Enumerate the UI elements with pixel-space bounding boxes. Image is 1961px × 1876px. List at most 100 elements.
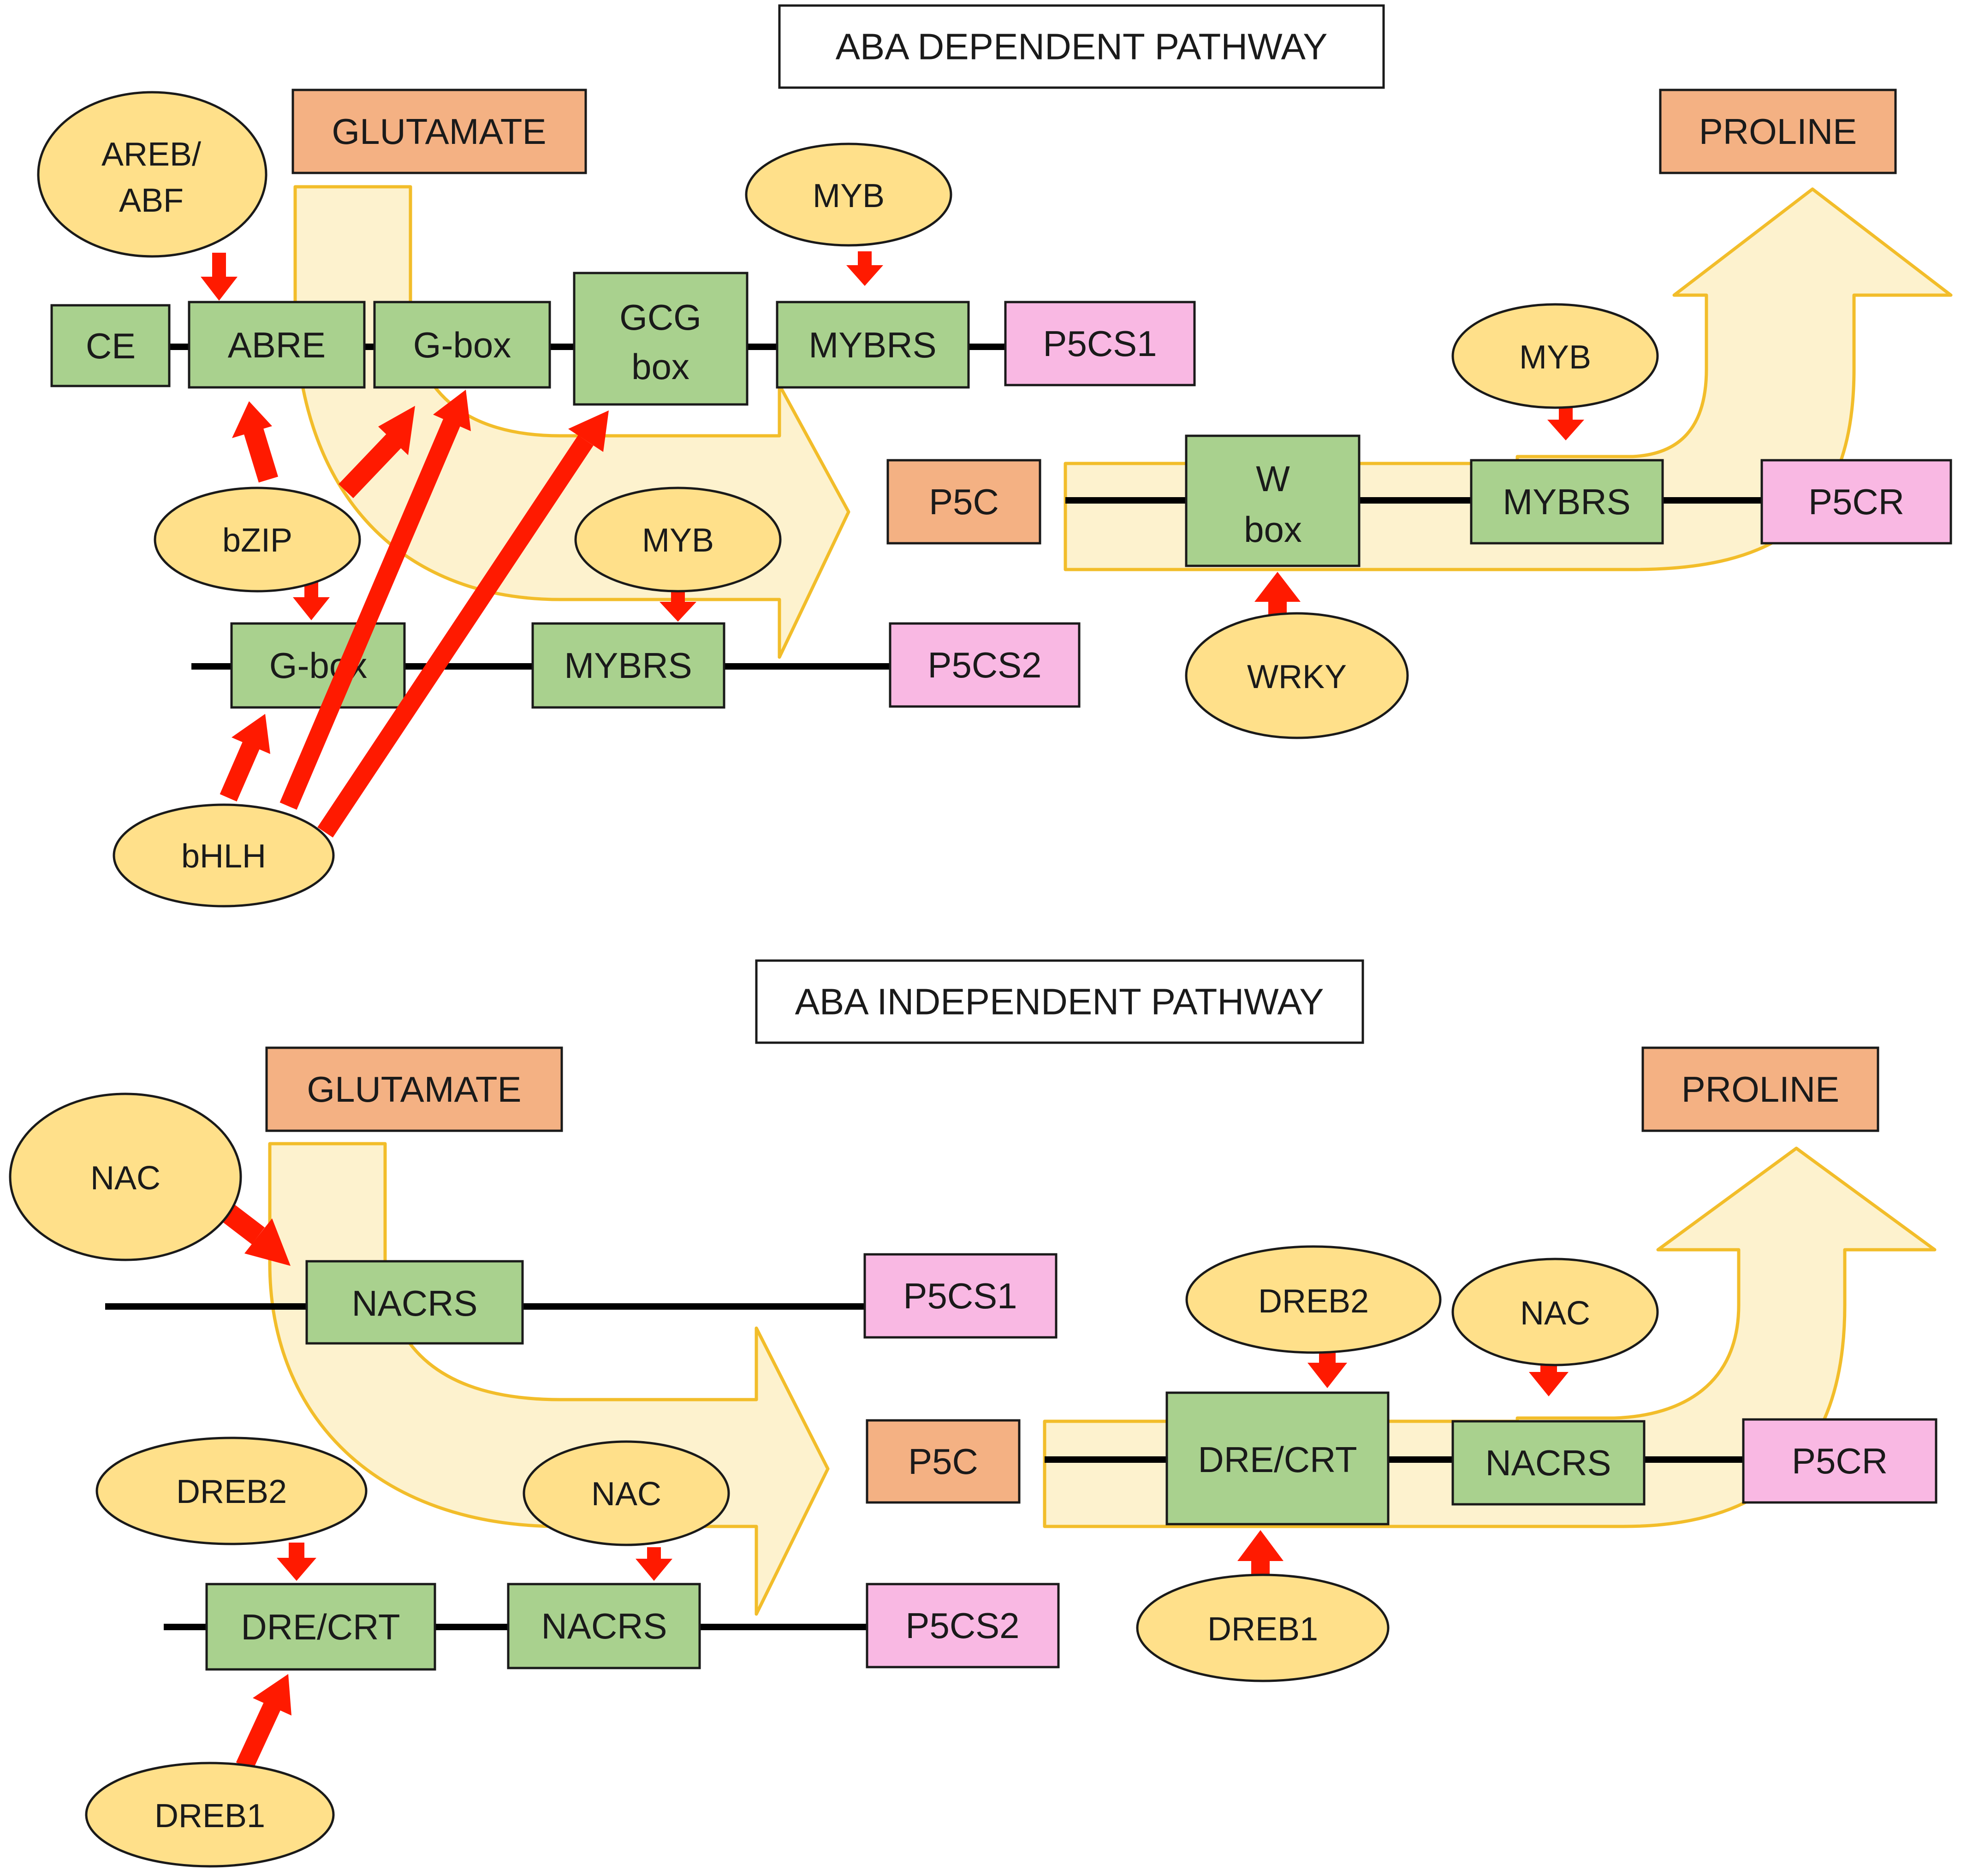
p5cr-gene-label: P5CR <box>1808 481 1904 522</box>
wrky-tf <box>1185 612 1409 739</box>
p5cs2-gene-box <box>889 622 1081 708</box>
bhlh-to-gcg-box-arrowhead <box>568 410 609 452</box>
p5cs2-gene-box-independent <box>866 1583 1060 1668</box>
nacrs-element-p5cs2 <box>507 1583 701 1669</box>
myb-label-p5cs2: MYB <box>642 522 714 559</box>
glutamate-label: GLUTAMATE <box>332 111 546 152</box>
myb-label-p5cs1: MYB <box>813 178 885 214</box>
nacrs-label-p5cs2: NACRS <box>541 1606 667 1646</box>
dreb2-tf-p5cr <box>1185 1245 1442 1354</box>
p5cr-gene-label-independent: P5CR <box>1792 1441 1888 1481</box>
myb-tf-p5cs2 <box>574 487 782 593</box>
nacrs-label-p5cr: NACRS <box>1485 1443 1611 1483</box>
aba-dependent-title-box <box>778 4 1385 89</box>
dreb1-to-dre-crt-p5cr-arrowhead <box>1237 1530 1284 1561</box>
myb-to-mybrs-p5cs2-arrowhead <box>660 602 696 622</box>
mybrs-label-p5cs2: MYBRS <box>564 645 692 686</box>
aba-independent-title: ABA INDEPENDENT PATHWAY <box>795 981 1324 1022</box>
abre-label: ABRE <box>228 325 326 365</box>
nac-to-nacrs-p5cs2-arrowhead <box>636 1559 672 1581</box>
nac-tf-p5cs2 <box>523 1440 730 1546</box>
gcg-box-element <box>573 272 749 406</box>
mybrs-element-p5cs2 <box>531 622 725 709</box>
glutamate-to-p5c-flow-arrow-independent <box>268 1142 830 1616</box>
p5c-label-independent: P5C <box>908 1441 978 1482</box>
bhlh-to-g-box-p5cs2-arrow-shaft <box>220 741 260 801</box>
bzip-to-abre-arrowhead <box>232 401 272 438</box>
bzip-to-g-box-p5cs1-arrowhead <box>378 406 415 455</box>
dre-crt-label-p5cr: DRE/CRT <box>1198 1439 1357 1480</box>
nacrs-element-p5cs1 <box>305 1260 524 1345</box>
proline-box-independent <box>1641 1046 1879 1132</box>
dreb2-to-dre-crt-p5cs2-arrowhead <box>277 1558 316 1581</box>
mybrs-label-p5cr: MYBRS <box>1503 481 1630 522</box>
p5c-label: P5C <box>929 481 999 522</box>
nac-to-nacrs-p5cs1-arrowhead <box>244 1218 291 1266</box>
gcg-box-label-line1: GCG <box>619 297 701 338</box>
bhlh-to-g-box-p5cs2-arrowhead <box>232 714 270 754</box>
p5cs1-gene-label-independent: P5CS1 <box>903 1276 1017 1316</box>
p5c-box-independent <box>866 1419 1021 1504</box>
abre-element <box>188 301 366 389</box>
dreb1-to-dre-crt-p5cs2-arrowhead <box>253 1674 291 1716</box>
areb-abf-label-line1: AREB/ <box>101 136 201 173</box>
bhlh-to-g-box-p5cs1-arrowhead <box>433 390 471 431</box>
bzip-to-g-box-p5cs2-arrowhead <box>293 597 330 620</box>
dreb2-label-p5cs2: DREB2 <box>176 1473 287 1510</box>
myb-label-p5cr: MYB <box>1519 339 1591 376</box>
gcg-box-label-line2: box <box>631 346 689 387</box>
dreb2-to-dre-crt-p5cr-arrowhead <box>1307 1363 1347 1388</box>
dreb1-label-p5cs2: DREB1 <box>155 1798 265 1834</box>
dreb1-tf-p5cr <box>1136 1573 1390 1682</box>
aba-dependent-section: ABA DEPENDENT PATHWAY GLUTAMATE PROLINE … <box>37 4 1953 908</box>
nac-tf-p5cs1 <box>9 1092 242 1261</box>
mybrs-element-p5cs1 <box>776 301 970 389</box>
p5c-box <box>886 459 1041 545</box>
p5cs2-gene-label: P5CS2 <box>927 645 1041 685</box>
dreb2-tf-p5cs2 <box>95 1437 368 1545</box>
mybrs-element-p5cr <box>1470 459 1664 545</box>
wrky-to-w-box-arrowhead <box>1254 572 1301 602</box>
nac-to-nacrs-p5cr-arrowhead <box>1529 1372 1569 1396</box>
w-box-label-line2: box <box>1244 509 1302 550</box>
p5cs1-gene-box <box>1004 301 1196 386</box>
dre-crt-label-p5cs2: DRE/CRT <box>241 1607 400 1647</box>
glutamate-label-independent: GLUTAMATE <box>307 1069 521 1110</box>
p5cr-gene-box-independent <box>1742 1418 1937 1504</box>
w-box-element <box>1185 434 1361 567</box>
wrky-label: WRKY <box>1247 659 1347 695</box>
myb-tf-p5cr <box>1451 303 1659 409</box>
g-box-element-p5cs2 <box>230 622 406 709</box>
aba-dependent-title: ABA DEPENDENT PATHWAY <box>836 26 1328 67</box>
myb-to-mybrs-p5cr-arrowhead <box>1547 420 1584 440</box>
mybrs-label-p5cs1: MYBRS <box>808 325 936 365</box>
dreb2-label-p5cr: DREB2 <box>1258 1283 1369 1320</box>
dreb1-to-dre-crt-p5cs2-arrow-shaft <box>236 1702 281 1770</box>
g-box-label-p5cs1: G-box <box>413 325 511 365</box>
nac-label-p5cr: NAC <box>1520 1295 1590 1332</box>
p5cs2-gene-label-independent: P5CS2 <box>905 1605 1019 1646</box>
areb-abf-label-line2: ABF <box>119 182 184 219</box>
dre-crt-element-p5cr <box>1165 1391 1390 1526</box>
dreb1-label-p5cr: DREB1 <box>1207 1611 1318 1648</box>
p5cs1-gene-box-independent <box>863 1253 1058 1339</box>
g-box-element-p5cs1 <box>373 301 551 389</box>
nacrs-element-p5cr <box>1451 1420 1646 1506</box>
nac-tf-p5cr <box>1451 1258 1659 1366</box>
nac-label-p5cs1: NAC <box>90 1160 160 1197</box>
aba-independent-section: ABA INDEPENDENT PATHWAY GLUTAMATE PROLIN… <box>9 959 1937 1868</box>
bzip-tf <box>154 487 361 593</box>
ce-element <box>50 304 171 387</box>
w-box-label-line1: W <box>1256 458 1290 499</box>
nacrs-label-p5cs1: NACRS <box>351 1283 477 1324</box>
proline-box <box>1659 89 1897 174</box>
p5cs1-gene-label: P5CS1 <box>1043 323 1157 364</box>
bzip-to-abre-arrow-shaft <box>244 428 279 483</box>
nac-to-nacrs-p5cs1-arrow-shaft <box>219 1202 265 1245</box>
bzip-label: bZIP <box>222 522 292 559</box>
proline-label: PROLINE <box>1699 111 1857 152</box>
bhlh-tf <box>113 803 335 908</box>
bhlh-to-g-box-p5cs1-arrow-shaft <box>279 418 461 810</box>
dreb1-tf-p5cs2 <box>85 1762 335 1868</box>
